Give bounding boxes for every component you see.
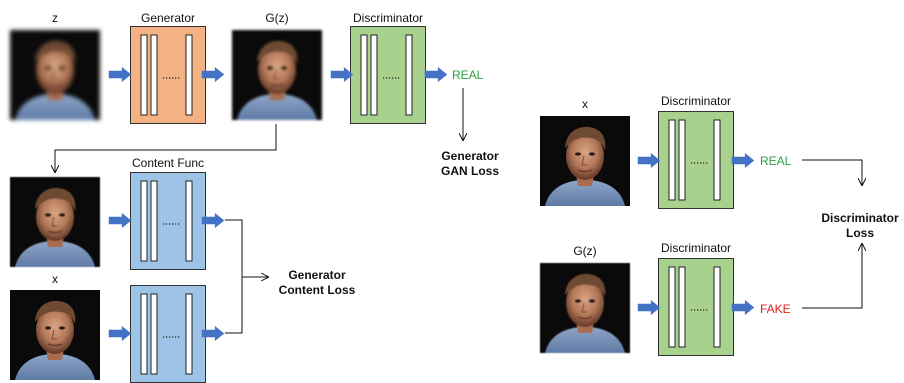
discriminator-network-top xyxy=(350,26,426,124)
input-x-label-content: x xyxy=(52,272,58,286)
blue-arrow xyxy=(108,213,132,228)
fake-output: FAKE xyxy=(760,302,791,316)
real-output: REAL xyxy=(760,154,792,168)
generator-label: Generator xyxy=(140,11,196,25)
blue-arrow xyxy=(108,326,132,341)
discriminator-network-fake xyxy=(658,258,734,356)
gz-label-disc: G(z) xyxy=(573,244,597,258)
content-func-label: Content Func xyxy=(131,156,205,170)
content-func-network-2 xyxy=(130,285,206,383)
generator-content-loss: Generator Content Loss xyxy=(279,268,356,298)
blue-arrow xyxy=(330,67,354,82)
gan-loss-subtitle: GAN Loss xyxy=(440,164,500,178)
discriminator-label-fake: Discriminator xyxy=(660,241,732,255)
real-output-top: REAL xyxy=(452,68,484,82)
discriminator-label-real: Discriminator xyxy=(660,94,732,108)
discriminator-network-real xyxy=(658,111,734,209)
disc-loss-subtitle: Loss xyxy=(845,226,875,240)
content-func-network-1 xyxy=(130,172,206,270)
blue-arrow xyxy=(731,300,755,315)
discriminator-label-top: Discriminator xyxy=(352,11,424,25)
generator-network xyxy=(130,26,206,124)
connector-real-to-loss xyxy=(802,159,862,185)
connector-fake-to-loss xyxy=(802,244,862,309)
connector-content-merge xyxy=(225,219,243,334)
gz-label: G(z) xyxy=(265,11,289,25)
disc-loss-title: Discriminator xyxy=(821,211,899,225)
blue-arrow xyxy=(108,67,132,82)
content-loss-title: Generator xyxy=(288,268,346,282)
generated-gz-image-disc xyxy=(540,263,630,353)
input-z-image xyxy=(10,30,100,120)
connector-gz-to-content xyxy=(55,124,277,172)
generated-image-content xyxy=(10,177,100,267)
content-loss-subtitle: Content Loss xyxy=(278,283,356,297)
blue-arrow xyxy=(424,67,448,82)
generated-gz-image xyxy=(232,30,322,120)
blue-arrow xyxy=(637,153,661,168)
real-x-image-content xyxy=(10,290,100,380)
real-x-image-disc xyxy=(540,116,630,206)
gan-loss-title: Generator xyxy=(441,149,499,163)
blue-arrow xyxy=(731,153,755,168)
discriminator-loss: Discriminator Loss xyxy=(821,211,898,241)
blue-arrow xyxy=(637,300,661,315)
input-z-label: z xyxy=(52,11,58,25)
input-x-label-disc: x xyxy=(582,97,588,111)
generator-gan-loss: Generator GAN Loss xyxy=(441,149,499,179)
